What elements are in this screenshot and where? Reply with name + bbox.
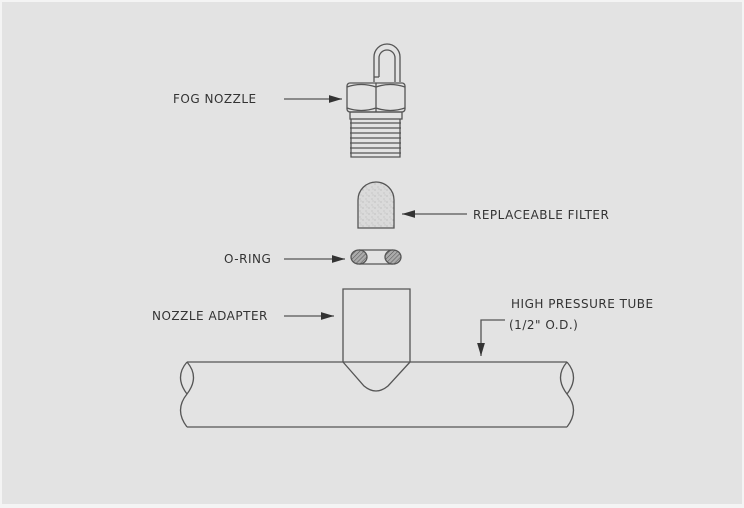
high-pressure-tube <box>179 361 575 428</box>
tube-size-label: (1/2" O.D.) <box>509 318 578 332</box>
nozzle-threads <box>350 119 401 158</box>
nozzle-adapter <box>342 288 411 392</box>
high-pressure-tube-label: HIGH PRESSURE TUBE <box>511 297 654 311</box>
o-ring-label: O-RING <box>224 252 271 266</box>
fog-nozzle <box>346 43 406 158</box>
o-ring <box>350 249 402 265</box>
replaceable-filter <box>357 181 395 229</box>
fog-nozzle-label: FOG NOZZLE <box>173 92 257 106</box>
tube-leader <box>477 319 505 356</box>
replaceable-filter-label: REPLACEABLE FILTER <box>473 208 609 222</box>
nozzle-adapter-label: NOZZLE ADAPTER <box>152 309 268 323</box>
nozzle-hook <box>373 43 401 82</box>
